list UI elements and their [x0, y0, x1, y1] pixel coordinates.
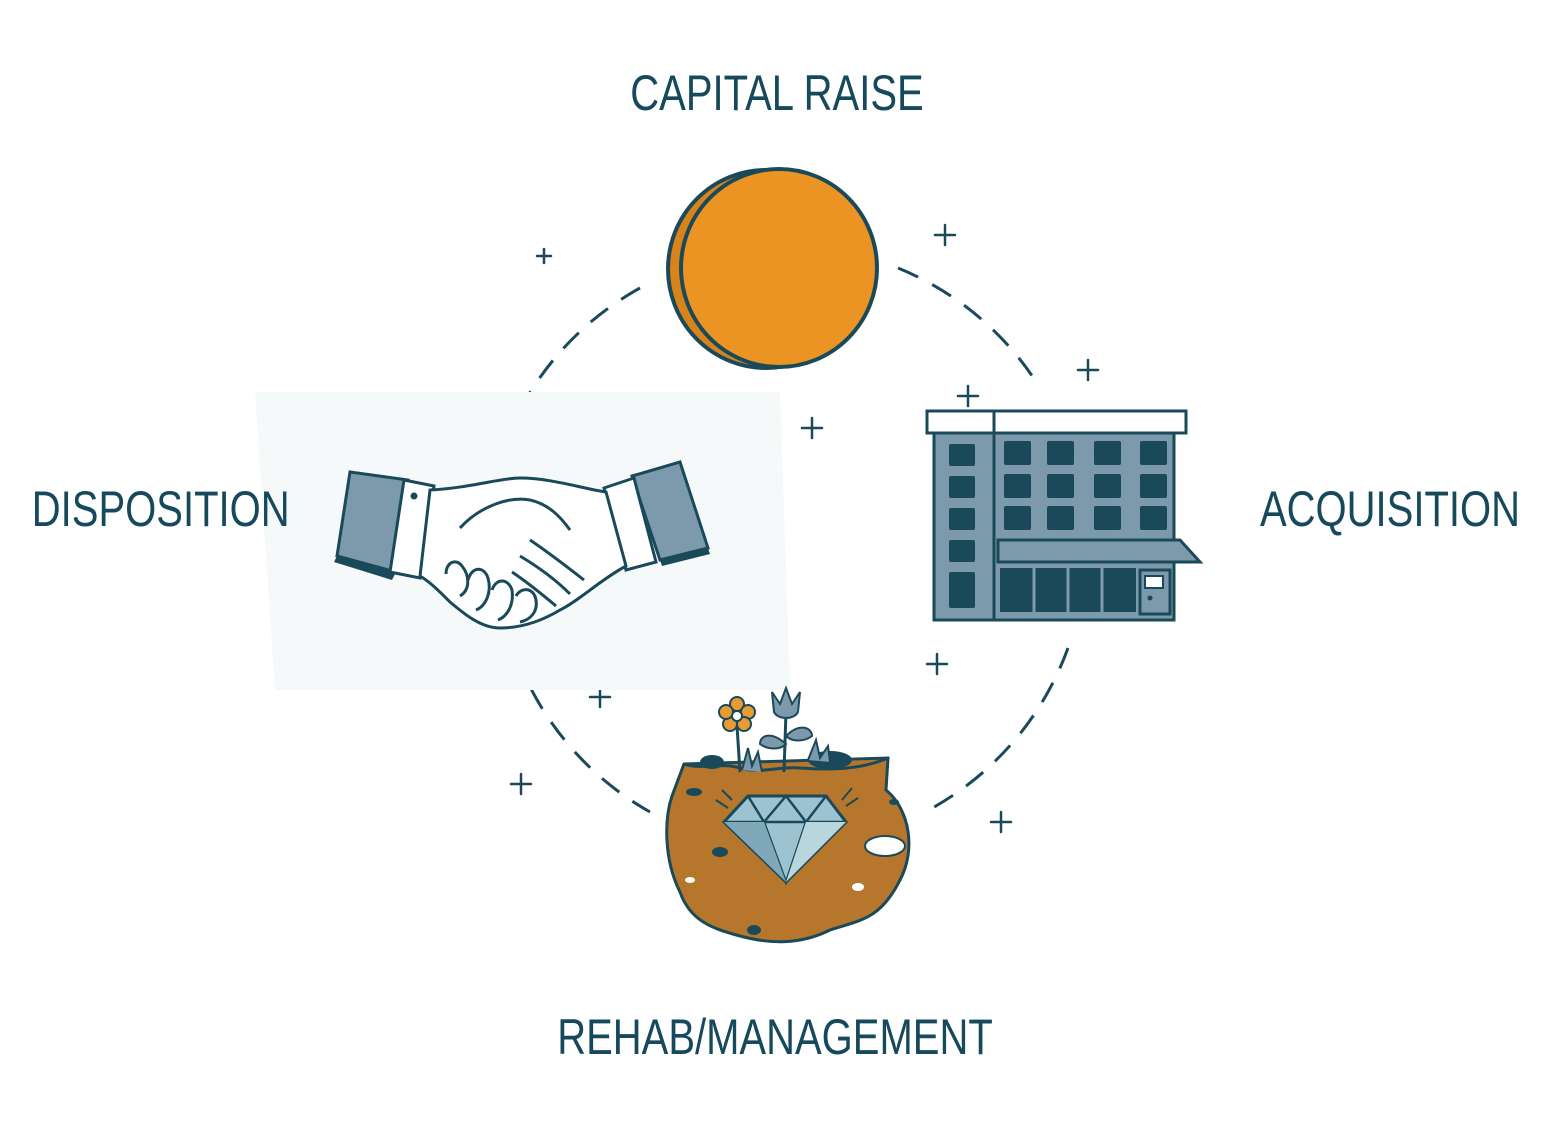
sparkle-plus-icon	[956, 384, 980, 408]
orange-coin-icon	[666, 167, 879, 370]
handshake-icon	[255, 392, 790, 690]
apartment-building-icon	[925, 409, 1204, 622]
sparkle-plus-icon	[925, 652, 949, 676]
stage-label-rehab-management: REHAB/MANAGEMENT	[557, 1009, 993, 1065]
sparkle-plus-icon	[800, 416, 824, 440]
stage-label-acquisition: ACQUISITION	[1259, 481, 1521, 537]
sparkle-plus-icon	[989, 810, 1013, 834]
stage-label-disposition: DISPOSITION	[31, 481, 290, 537]
sparkle-plus-icon	[1076, 358, 1100, 382]
sparkle-plus-icon	[535, 247, 553, 265]
sparkle-plus-icon	[509, 772, 533, 796]
sparkle-plus-icon	[588, 685, 612, 709]
diamond-in-ground-icon	[665, 685, 911, 944]
stage-label-capital-raise: CAPITAL RAISE	[630, 65, 924, 121]
sparkle-plus-icon	[933, 223, 957, 247]
